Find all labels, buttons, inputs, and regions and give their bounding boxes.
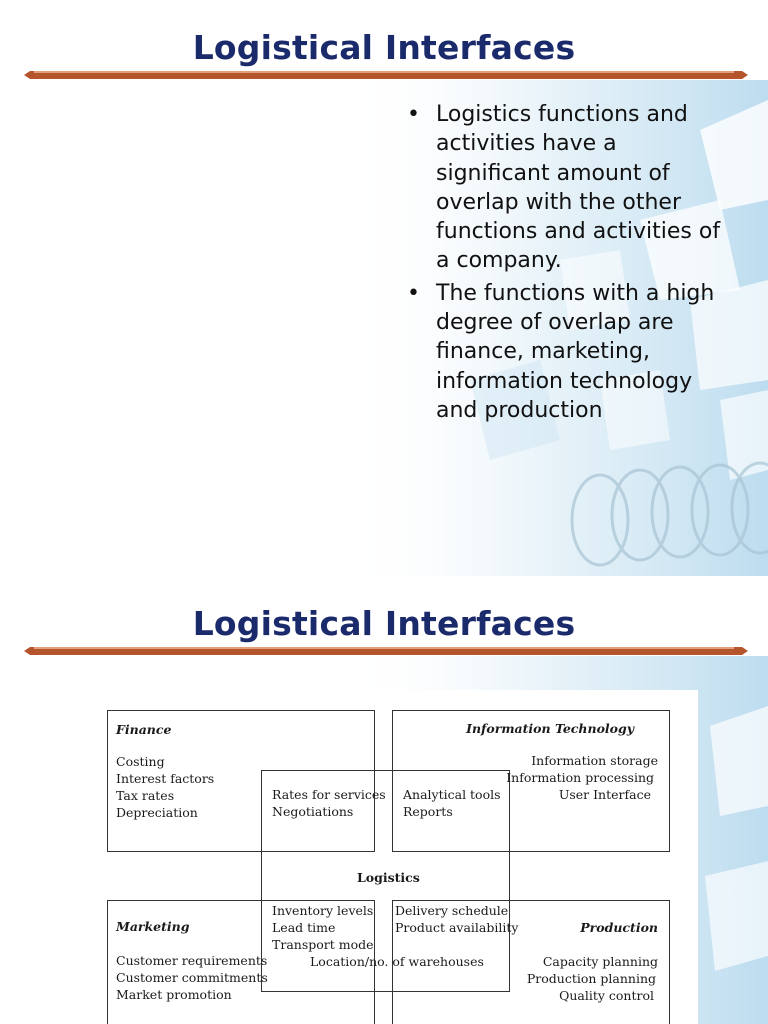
production-item: Quality control (559, 988, 654, 1003)
bullet-marker: • (407, 280, 420, 306)
finance-item: Interest factors (116, 771, 215, 786)
logistics-marketing-overlap-item: Lead time (272, 920, 336, 935)
logistics-production-overlap-item: Delivery schedule (395, 903, 509, 918)
bullet-marker: • (407, 102, 420, 127)
production-box (392, 900, 670, 1024)
finance-item: Depreciation (116, 805, 198, 820)
bullet-list: • Logistics functions and activities hav… (404, 100, 724, 428)
slide-2: Logistical Interfaces Finance Costing In… (0, 576, 768, 1024)
logistics-marketing-overlap-item: Transport mode (272, 937, 374, 952)
logistics-marketing-overlap-item: Inventory levels (272, 903, 374, 918)
production-item: Capacity planning (542, 954, 658, 969)
bullet-item: • The functions with a high degree of ov… (404, 279, 724, 425)
bullet-item: • Logistics functions and activities hav… (404, 100, 724, 276)
slide-title: Logistical Interfaces (192, 28, 576, 67)
logistics-shared-item: Location/no. of warehouses (310, 954, 484, 969)
it-item: Information storage (531, 753, 658, 768)
logistics-production-overlap-item: Product availability (395, 920, 519, 935)
marketing-item: Customer requirements (116, 953, 268, 968)
it-item: User Interface (558, 787, 651, 802)
logistics-finance-overlap-item: Negotiations (272, 804, 354, 819)
finance-box (107, 710, 375, 852)
finance-item: Costing (116, 754, 165, 769)
logistics-box (261, 770, 510, 992)
logistics-it-overlap-item: Analytical tools (403, 787, 501, 802)
marketing-item: Customer commitments (116, 970, 268, 985)
logistics-finance-overlap-item: Rates for services (272, 787, 386, 802)
slide-title: Logistical Interfaces (192, 604, 576, 643)
it-item: Information processing (506, 770, 654, 785)
slide-1: Logistical Interfaces • Logistics functi… (24, 28, 768, 576)
marketing-item: Market promotion (116, 987, 232, 1002)
production-item: Production planning (526, 971, 656, 986)
information-technology-title: Information Technology (466, 721, 634, 736)
production-title: Production (580, 920, 658, 935)
bullet-text: The functions with a high degree of over… (436, 280, 715, 423)
information-technology-box (392, 710, 670, 852)
finance-item: Tax rates (116, 788, 175, 803)
logistics-title: Logistics (357, 870, 420, 885)
title-underline-bar (24, 647, 748, 655)
logistics-interface-diagram: Finance Costing Interest factors Tax rat… (78, 690, 698, 1024)
logistics-it-overlap-item: Reports (403, 804, 453, 819)
marketing-box (107, 900, 375, 1024)
finance-title: Finance (116, 722, 172, 737)
marketing-title: Marketing (116, 919, 190, 934)
title-underline-bar (24, 71, 748, 79)
bullet-text: Logistics functions and activities have … (436, 102, 721, 274)
